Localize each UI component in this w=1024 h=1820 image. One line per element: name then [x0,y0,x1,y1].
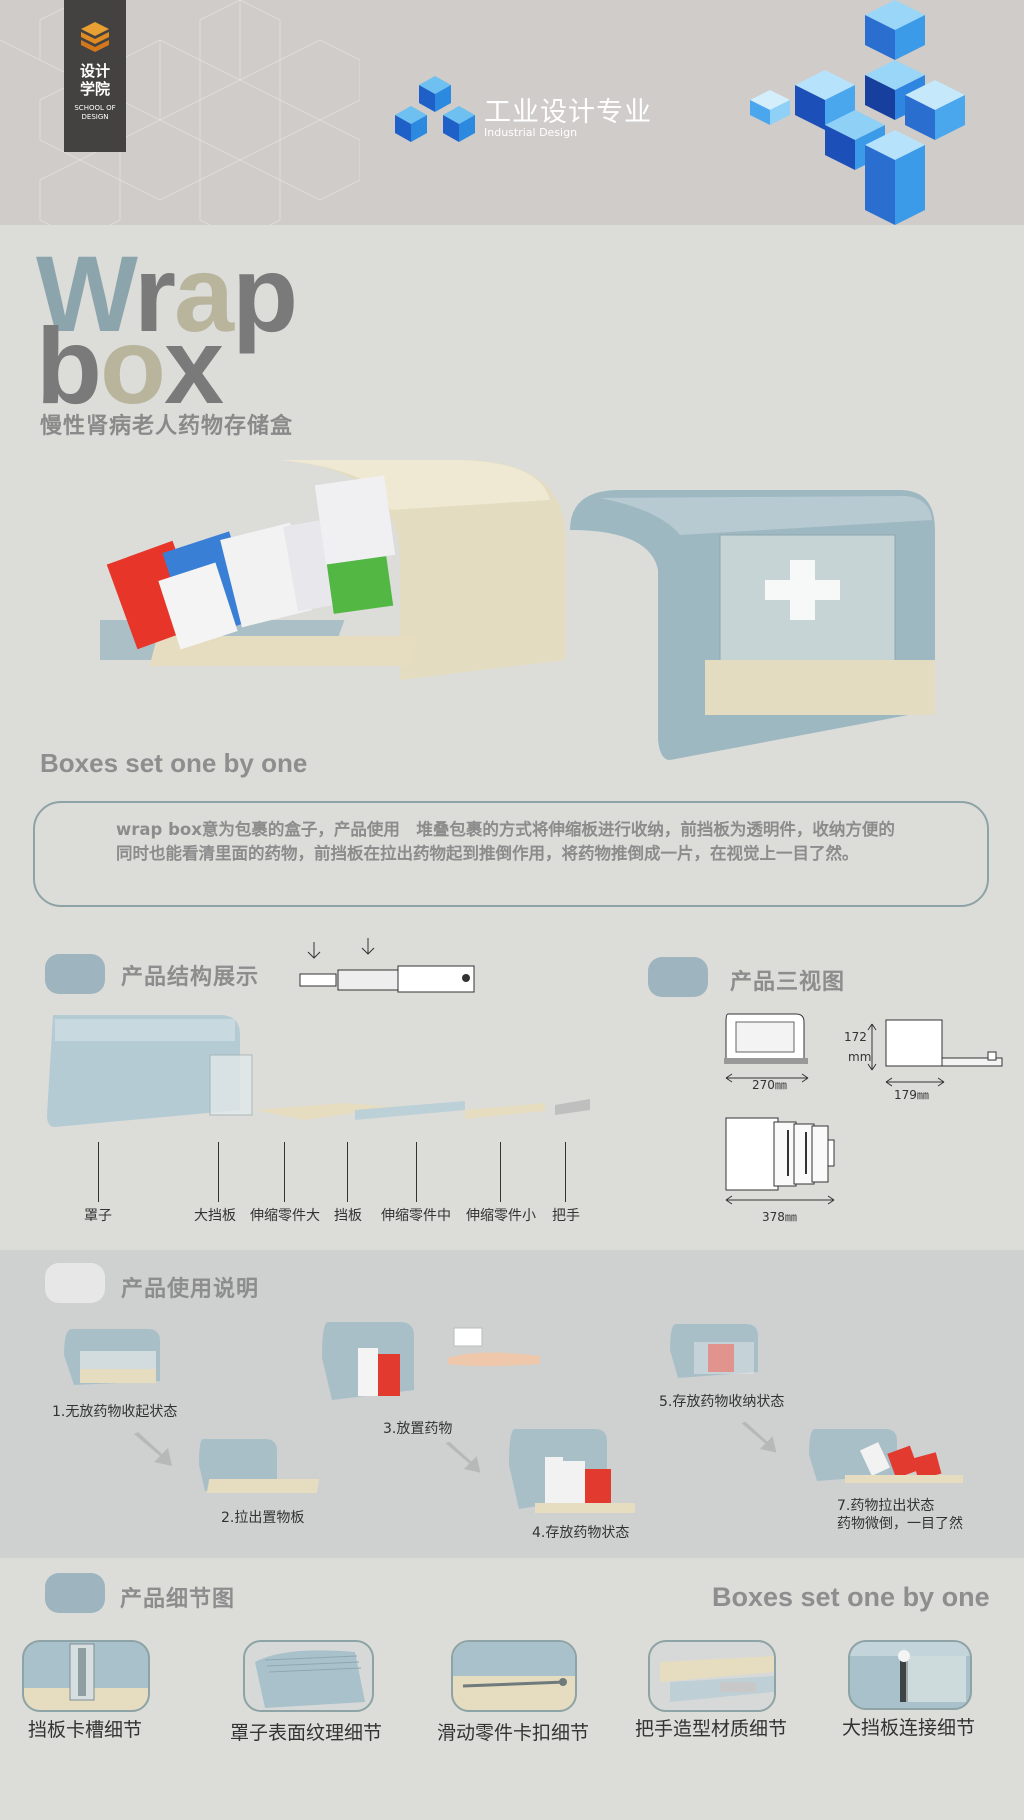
detail-caption-handle: 把手造型材质细节 [635,1718,788,1740]
brand-subtitle: Industrial Design [484,126,578,139]
detail-image-buckle [451,1640,577,1712]
slogan-text: Boxes set one by one [40,748,308,778]
leader-line [347,1142,348,1202]
part-label-slide-medium: 伸缩零件中 [381,1208,451,1224]
title-letter: r [133,233,176,354]
dimension-arrow-icon [725,1073,809,1083]
height-unit: mm [848,1050,872,1064]
title-letter: b [36,305,102,426]
height-dimension: 172 [844,1030,867,1044]
dimension-arrow-icon [725,1195,835,1205]
step-label-7: 7.药物拉出状态 药物微倒，一目了然 [837,1498,963,1532]
school-name-en: SCHOOL OF DESIGN [74,104,116,121]
exploded-parts-render [47,1015,590,1127]
step-label-1: 1.无放药物收起状态 [52,1404,178,1420]
leader-line [565,1142,566,1202]
step-image-placing-medicine [322,1322,540,1400]
title-letter: x [163,305,224,426]
usage-title: 产品使用说明 [121,1277,260,1302]
title-letter: o [99,305,166,426]
title-letter: p [232,233,298,354]
title-letter: a [174,233,234,354]
section-pill [45,954,105,994]
school-logo-icon [81,22,109,52]
cube-cluster-icon [750,0,965,225]
step-label-3: 3.放置药物 [383,1421,453,1437]
structure-title: 产品结构展示 [121,965,260,990]
part-label-slide-small: 伸缩零件小 [466,1208,536,1224]
detail-image-texture [243,1640,374,1712]
product-title: Wrap [36,240,298,348]
detail-caption-texture: 罩子表面纹理细节 [230,1722,383,1744]
description-box [33,801,989,907]
cube-logo-icon [395,76,475,142]
width-dimension: 270㎜ [752,1078,787,1092]
title-letter: W [36,233,136,354]
leader-line [284,1142,285,1202]
brand-title: 工业设计专业 [484,97,652,128]
front-view-drawing [724,1013,808,1064]
hero-product-render [100,460,935,760]
product-title-line2: box [36,312,224,420]
part-label-large-baffle: 大挡板 [194,1208,236,1224]
detail-caption-slot: 挡板卡槽细节 [28,1719,143,1741]
part-label-handle: 把手 [552,1208,580,1224]
part-label-cover: 罩子 [84,1208,112,1224]
leader-line [416,1142,417,1202]
length-dimension: 378㎜ [762,1210,797,1224]
step-label-5: 5.存放药物收纳状态 [659,1394,785,1410]
part-label-baffle: 挡板 [334,1208,362,1224]
step-image-stored [509,1429,635,1513]
slider-mechanism-diagram [299,938,475,993]
dimension-arrow-icon [885,1077,945,1087]
detail-image-slot [22,1640,150,1712]
description-text: wrap box意为包裹的盒子，产品使用 堆叠包裹的方式将伸缩板进行收纳，前挡板… [116,820,895,863]
product-subtitle: 慢性肾病老人药物存储盒 [40,414,294,439]
leader-line [500,1142,501,1202]
top-view-drawing [725,1117,835,1191]
side-view-drawing [885,1019,1003,1067]
depth-dimension: 179㎜ [894,1088,929,1102]
section-pill [45,1573,105,1613]
arrow-down-right-icon [445,1441,481,1473]
detail-image-connection [848,1640,972,1710]
leader-line [218,1142,219,1202]
detail-image-handle [648,1640,776,1712]
detail-caption-connection: 大挡板连接细节 [842,1717,976,1739]
details-title: 产品细节图 [120,1587,236,1612]
step-image-stored-closed [670,1324,758,1378]
three-view-title: 产品三视图 [730,970,846,995]
step-image-pulled-out [199,1439,320,1493]
step-label-2: 2.拉出置物板 [221,1510,305,1526]
hexagon-pattern-icon [0,0,360,225]
detail-caption-buckle: 滑动零件卡扣细节 [437,1722,590,1744]
details-slogan: Boxes set one by one [712,1582,990,1612]
part-label-slide-large: 伸缩零件大 [250,1208,320,1224]
school-name-cn: 设计 学院 [79,62,110,98]
section-pill [648,957,708,997]
usage-section [0,1250,1024,1558]
arrow-down-right-icon [741,1421,777,1453]
section-pill [45,1263,105,1303]
step-label-4: 4.存放药物状态 [532,1525,630,1541]
dimension-arrow-icon [867,1023,877,1071]
step-image-pulled-medicine [809,1429,963,1483]
step-image-folded [64,1329,160,1385]
school-badge: 设计 学院 SCHOOL OF DESIGN [64,0,126,152]
arrow-down-right-icon [134,1432,172,1466]
leader-line [98,1142,99,1202]
